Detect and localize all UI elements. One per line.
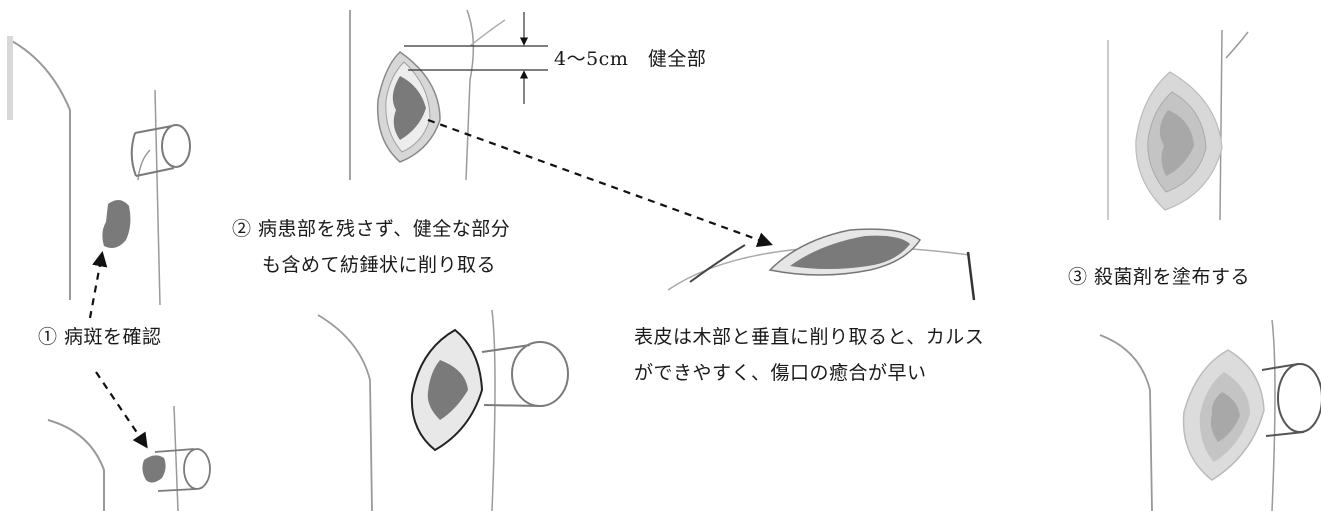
step3-label: ③ 殺菌剤を塗布する [1068,266,1251,288]
arrow-to-branch-lesion [95,371,148,449]
arrow-to-trunk-lesion [88,250,108,319]
arrow-to-cross-section [427,118,773,248]
cross-section-view [667,228,976,301]
step2-label-line1: ② 病患部を残さず、健全な部分 [232,218,511,240]
spindle-cut-view [349,9,548,181]
fungicide-branch-view [1099,319,1321,511]
branch-lesion-view [47,405,211,511]
step2-label-line2: も含めて紡錘状に削り取る [262,254,497,276]
cut-note-line1: 表皮は木部と垂直に削り取ると、カルス [634,326,985,348]
healthy-margin-label: 4～5cm 健全部 [554,48,707,70]
trunk-lesion-view [7,36,191,306]
branch-cut-view [317,309,569,511]
cut-note-line2: ができやすく、傷口の癒合が早い [634,362,927,384]
fungicide-applied-view [1107,29,1249,221]
step1-label: ① 病斑を確認 [38,326,162,348]
dashed-arrows [88,118,773,449]
